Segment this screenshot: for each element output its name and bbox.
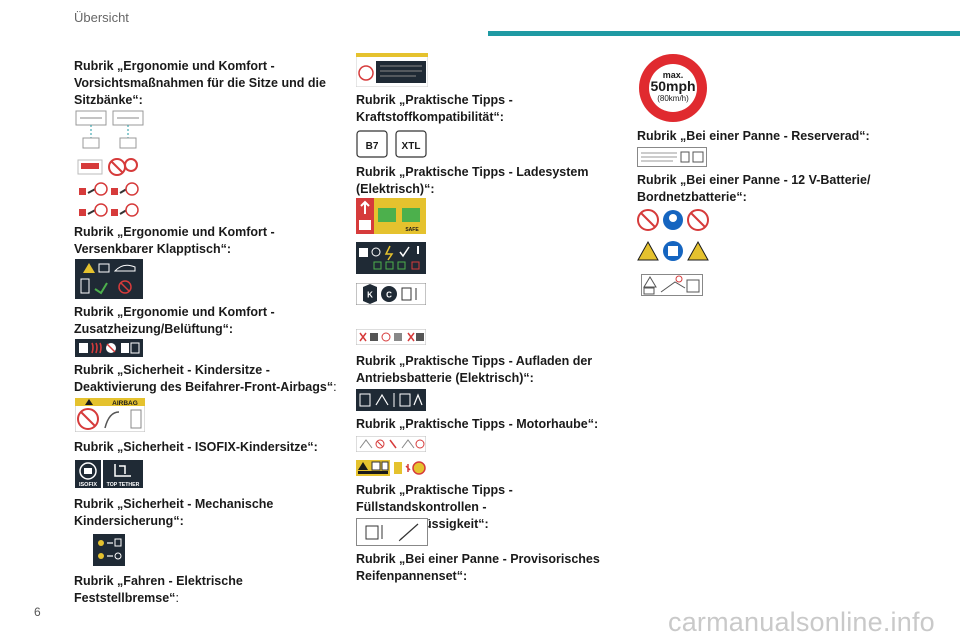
top-tether-text: TOP TETHER (107, 482, 140, 488)
page-number: 6 (34, 605, 41, 619)
watermark: carmanualsonline.info (668, 607, 935, 637)
heading-auxiliary-heating: Rubrik „Ergonomie und Komfort - Zusatzhe… (74, 305, 275, 336)
speed-max-text: max. (663, 70, 684, 80)
seat-prohibition-label (77, 156, 139, 176)
heading-drive-battery-charging: Rubrik „Praktische Tipps - Aufladen der … (356, 354, 593, 385)
heading-charging-system: Rubrik „Praktische Tipps - Ladesystem (E… (356, 165, 589, 196)
header-accent-bar (488, 31, 960, 36)
heading-seat-precautions: Rubrik „Ergonomie und Komfort - Vorsicht… (74, 59, 326, 107)
heading-parking-brake: Rubrik „Fahren - Elektrische Feststellbr… (74, 574, 243, 605)
speed-mph-text: 50mph (650, 78, 695, 94)
heading-spare-wheel: Rubrik „Bei einer Panne - Reserverad“: (637, 129, 870, 143)
spare-wheel-label (637, 147, 707, 167)
section-title: Übersicht (74, 10, 129, 25)
coolant-label (356, 518, 428, 546)
battery-warning-icons (637, 240, 709, 262)
fuel-compatibility-label (356, 53, 428, 87)
heading-child-lock: Rubrik „Sicherheit - Mechanische Kinders… (74, 497, 274, 528)
xtl-text: XTL (402, 141, 421, 152)
seat-diagram-label (75, 110, 145, 152)
folding-table-label (75, 259, 143, 299)
fuel-type-labels: B7 XTL (356, 130, 428, 158)
b7-text: B7 (366, 141, 379, 152)
bonnet-label (356, 436, 426, 452)
heading-fuel-compatibility: Rubrik „Praktische Tipps - Kraftstoffkom… (356, 93, 513, 124)
child-lock-label (93, 534, 125, 566)
speed-limit-sign: max. 50mph (80km/h) (637, 52, 709, 124)
heading-folding-table: Rubrik „Ergonomie und Komfort - Versenkb… (74, 225, 275, 256)
charging-system-label: SAFE (356, 198, 426, 234)
heading-isofix: Rubrik „Sicherheit - ISOFIX-Kindersitze“… (74, 440, 318, 454)
k-text: K (367, 291, 373, 300)
charging-connector-label: K C (356, 283, 426, 305)
seat-position-label-2 (77, 202, 139, 218)
stop-start-label (356, 460, 426, 476)
heading-12v-battery: Rubrik „Bei einer Panne - 12 V-Batterie/… (637, 173, 871, 204)
battery-prohibition-icons (637, 209, 709, 231)
c-text: C (386, 291, 392, 300)
auxiliary-heating-label (75, 339, 143, 357)
charging-status-label (356, 242, 426, 274)
speed-kmh-text: (80km/h) (657, 94, 689, 103)
heading-tyre-repair-kit: Rubrik „Bei einer Panne - Provisorisches… (356, 552, 600, 583)
safe-text: SAFE (405, 227, 419, 233)
isofix-text: ISOFIX (79, 482, 97, 488)
drive-battery-label (356, 389, 426, 411)
battery-charging-label (356, 329, 426, 345)
seat-position-label-1 (77, 181, 139, 197)
heading-airbag-deactivation: Rubrik „Sicherheit - Kindersitze - Deakt… (74, 363, 337, 394)
airbag-warning-label: AIRBAG (75, 398, 145, 432)
airbag-label-text: AIRBAG (112, 400, 138, 407)
battery-label (641, 274, 703, 296)
heading-bonnet: Rubrik „Praktische Tipps - Motorhaube“: (356, 417, 599, 431)
isofix-label: ISOFIX TOP TETHER (75, 460, 143, 488)
